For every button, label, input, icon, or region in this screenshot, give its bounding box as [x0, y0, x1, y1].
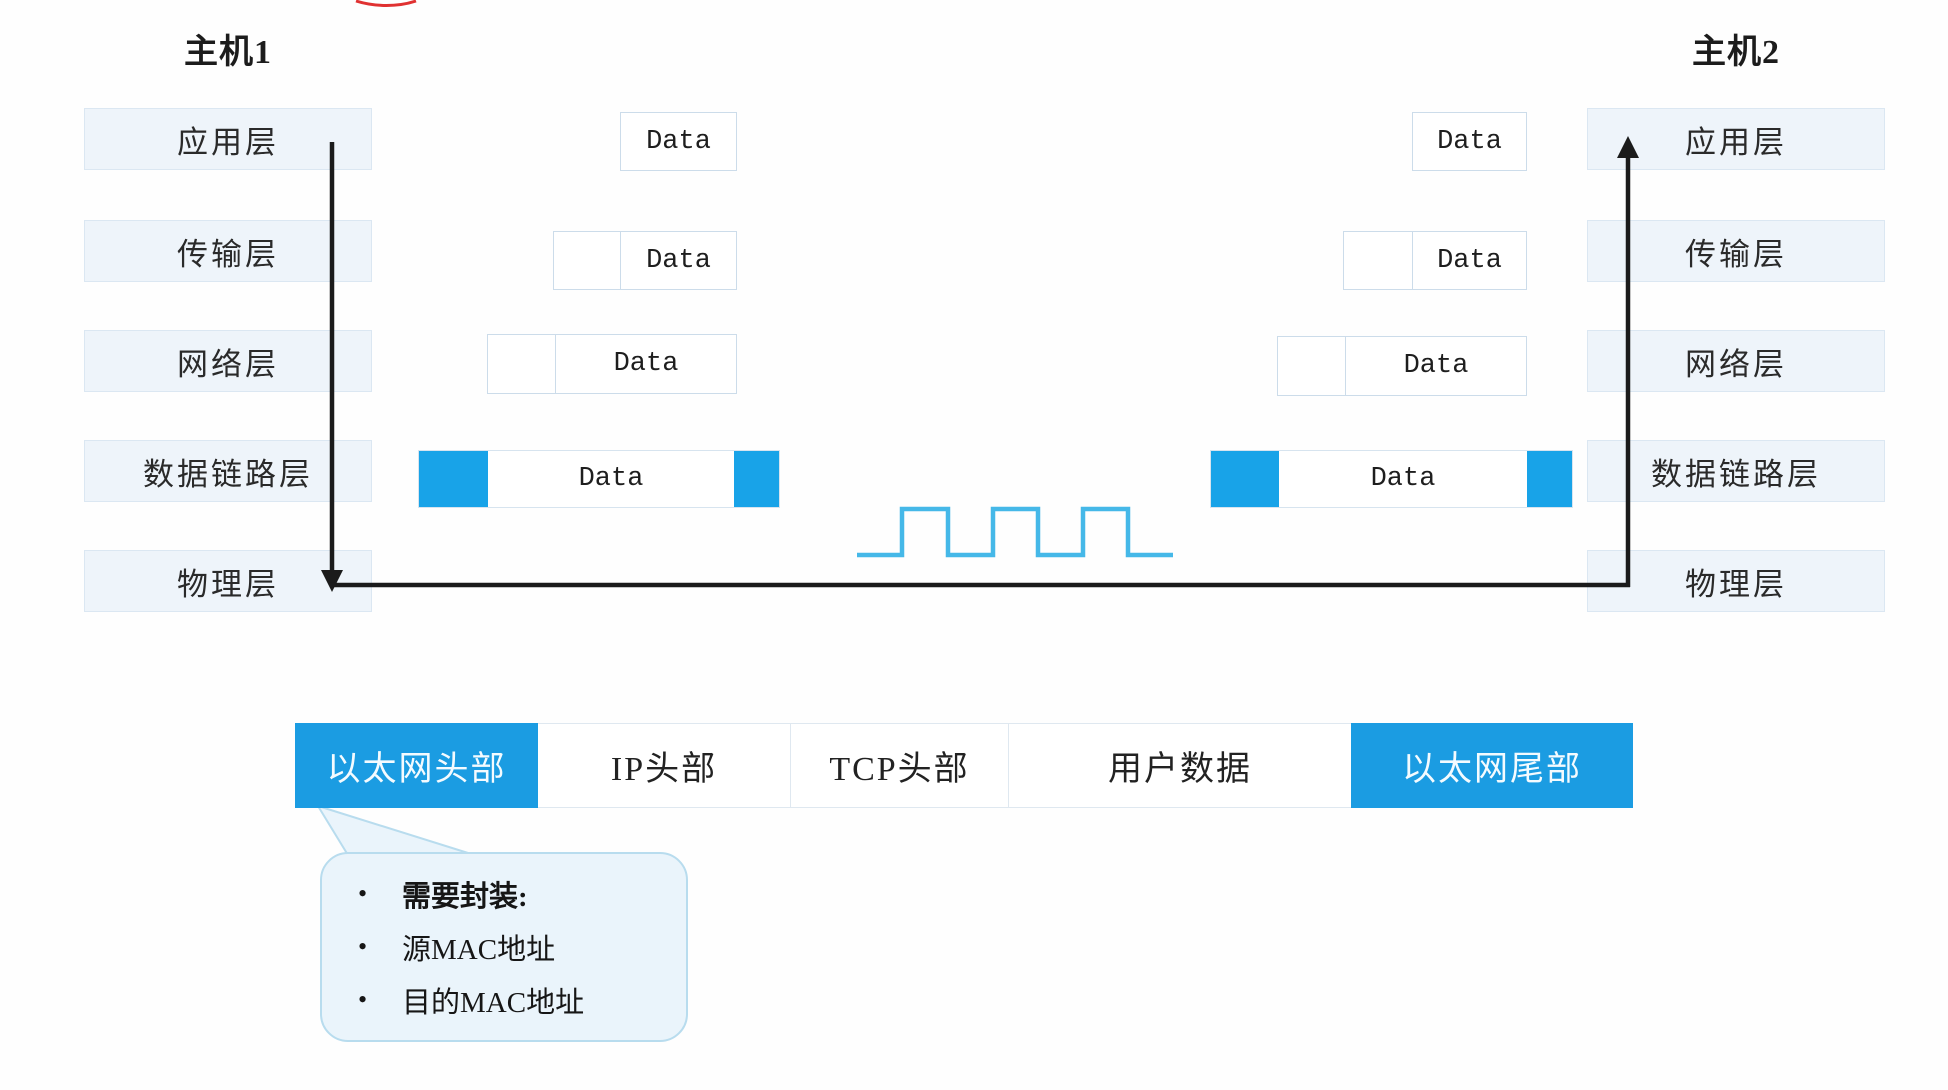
frame-structure-bar: 以太网头部 IP头部 TCP头部 用户数据 以太网尾部	[295, 723, 1633, 808]
left-ethernet-trailer-cell	[734, 451, 779, 507]
left-pdu-datalink-data: Data	[578, 464, 644, 494]
host1-layer-network: 网络层	[84, 330, 372, 392]
left-pdu-network-data: Data	[613, 349, 679, 379]
right-pdu-application-data: Data	[1437, 126, 1502, 157]
frame-seg-ethernet-header: 以太网头部	[295, 723, 538, 808]
right-pdu-datalink-data: Data	[1370, 464, 1436, 494]
bullet-icon: •	[358, 879, 368, 909]
left-ethernet-header-cell	[419, 451, 488, 507]
right-pdu-network-data: Data	[1403, 351, 1469, 381]
callout-item-dst-mac-text: 目的MAC地址	[402, 986, 585, 1019]
host1-layer-transport: 传输层	[84, 220, 372, 282]
host2-layer-network: 网络层	[1587, 330, 1885, 392]
host2-layer-physical: 物理层	[1587, 550, 1885, 612]
frame-seg-user-data: 用户数据	[1008, 723, 1351, 808]
callout-item-title: • 需要封装:	[358, 873, 666, 915]
right-ip-header-cell	[1278, 337, 1346, 395]
left-pdu-application: Data	[620, 112, 737, 171]
left-pdu-transport: Data	[553, 231, 737, 290]
left-pdu-network: Data	[487, 334, 737, 394]
right-ethernet-trailer-cell	[1527, 451, 1572, 507]
bullet-icon: •	[358, 984, 368, 1014]
frame-seg-ip-header: IP头部	[538, 723, 790, 808]
host2-layer-datalink: 数据链路层	[1587, 440, 1885, 502]
host1-title: 主机1	[184, 33, 272, 71]
callout-item-dst-mac: • 目的MAC地址	[358, 979, 666, 1021]
right-pdu-transport: Data	[1343, 231, 1527, 290]
signal-waveform	[857, 506, 1173, 558]
right-pdu-transport-data: Data	[1437, 245, 1502, 276]
right-tcp-header-cell	[1344, 232, 1413, 289]
host1-layer-physical: 物理层	[84, 550, 372, 612]
host2-layer-transport: 传输层	[1587, 220, 1885, 282]
host2-layer-application: 应用层	[1587, 108, 1885, 170]
frame-seg-tcp-header: TCP头部	[790, 723, 1008, 808]
left-pdu-application-data: Data	[646, 126, 711, 157]
callout-item-src-mac: • 源MAC地址	[358, 926, 666, 968]
bullet-icon: •	[358, 931, 368, 961]
red-mark	[355, 0, 417, 7]
host1-layer-application: 应用层	[84, 108, 372, 170]
encapsulation-callout: • 需要封装: • 源MAC地址 • 目的MAC地址	[320, 852, 688, 1042]
right-pdu-network: Data	[1277, 336, 1527, 396]
right-pdu-datalink: Data	[1210, 450, 1573, 508]
left-tcp-header-cell	[554, 232, 621, 289]
left-pdu-transport-data: Data	[646, 245, 711, 276]
right-ethernet-header-cell	[1211, 451, 1279, 507]
callout-item-title-text: 需要封装:	[402, 881, 528, 914]
host1-layer-datalink: 数据链路层	[84, 440, 372, 502]
callout-item-src-mac-text: 源MAC地址	[402, 933, 556, 966]
left-ip-header-cell	[488, 335, 556, 393]
frame-seg-ethernet-trailer: 以太网尾部	[1351, 723, 1633, 808]
host2-title: 主机2	[1692, 33, 1780, 71]
right-pdu-application: Data	[1412, 112, 1527, 171]
left-pdu-datalink: Data	[418, 450, 780, 508]
